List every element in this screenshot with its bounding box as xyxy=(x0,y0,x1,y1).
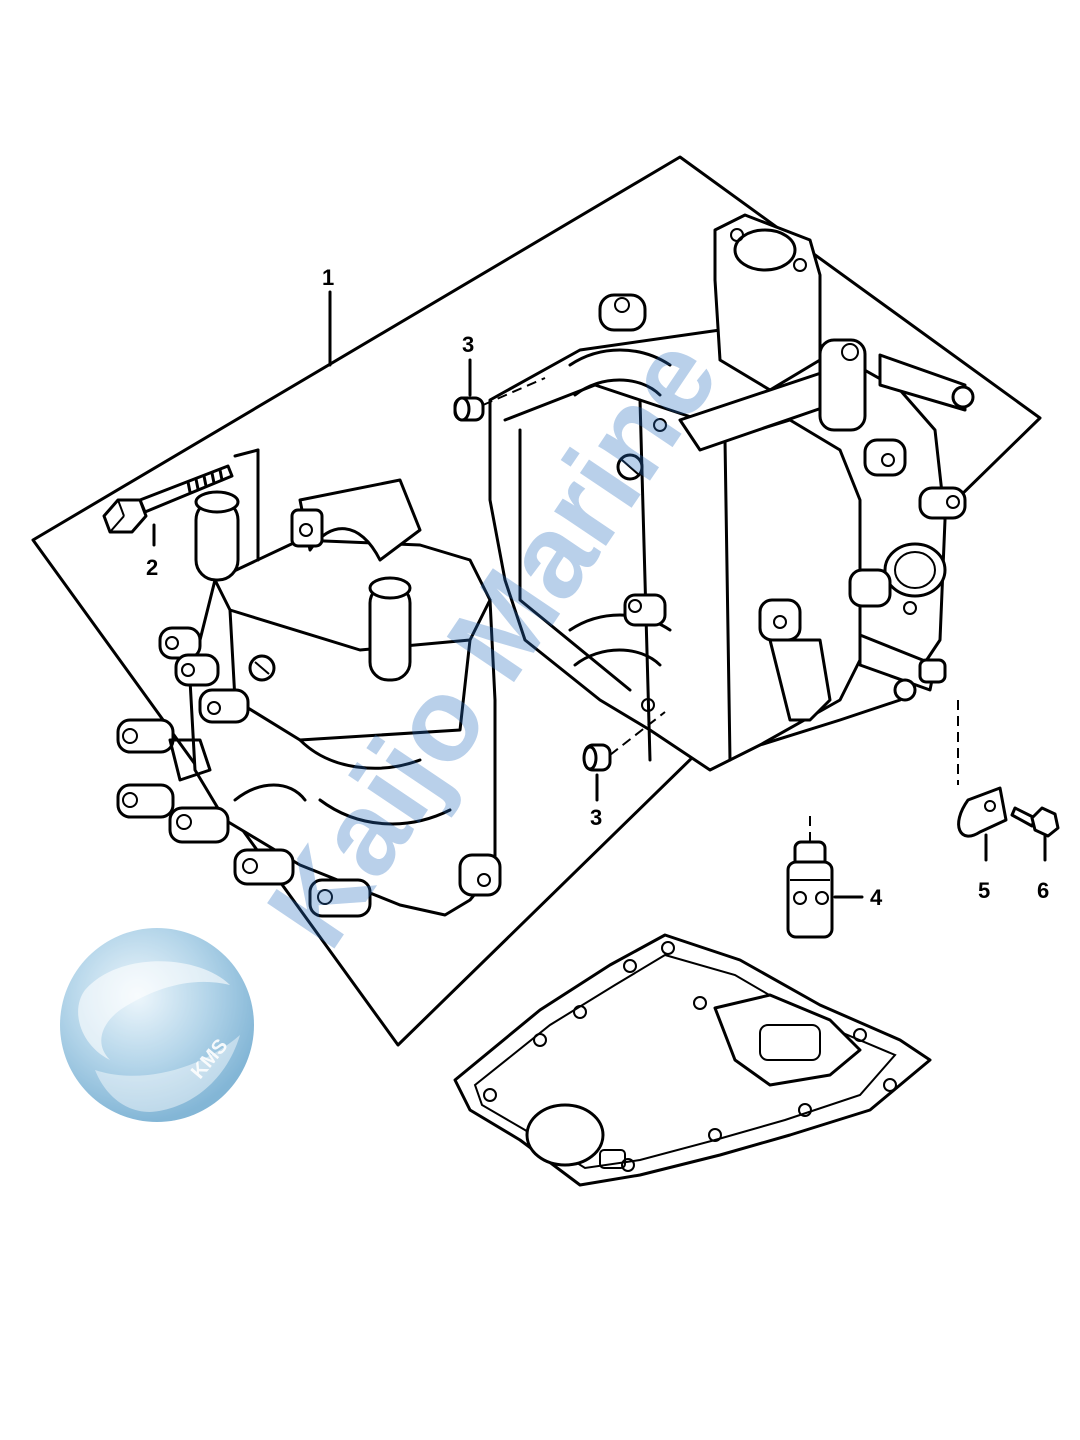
cylinder-block xyxy=(488,213,975,772)
callout-1: 1 xyxy=(322,265,334,290)
leader-3-lower-dash xyxy=(609,711,666,756)
callout-4: 4 xyxy=(870,885,883,910)
dowel-pin-upper xyxy=(453,396,485,422)
callout-5: 5 xyxy=(978,878,990,903)
leader-3-upper-dash xyxy=(482,377,546,406)
callout-3-upper: 3 xyxy=(462,332,474,357)
crankcase-left-half xyxy=(116,478,502,918)
clamp-bolt xyxy=(1010,806,1060,838)
leader-boundary-2 xyxy=(233,448,260,458)
callout-2: 2 xyxy=(146,555,158,580)
callout-6: 6 xyxy=(1037,878,1049,903)
pressure-valve xyxy=(786,840,834,939)
watermark-logo: KMS xyxy=(60,928,254,1122)
callout-3-lower: 3 xyxy=(590,805,602,830)
gasket xyxy=(453,933,932,1187)
crankcase-bolt xyxy=(102,464,234,534)
hose-clamp xyxy=(957,786,1008,838)
dowel-pin-lower xyxy=(582,743,612,772)
